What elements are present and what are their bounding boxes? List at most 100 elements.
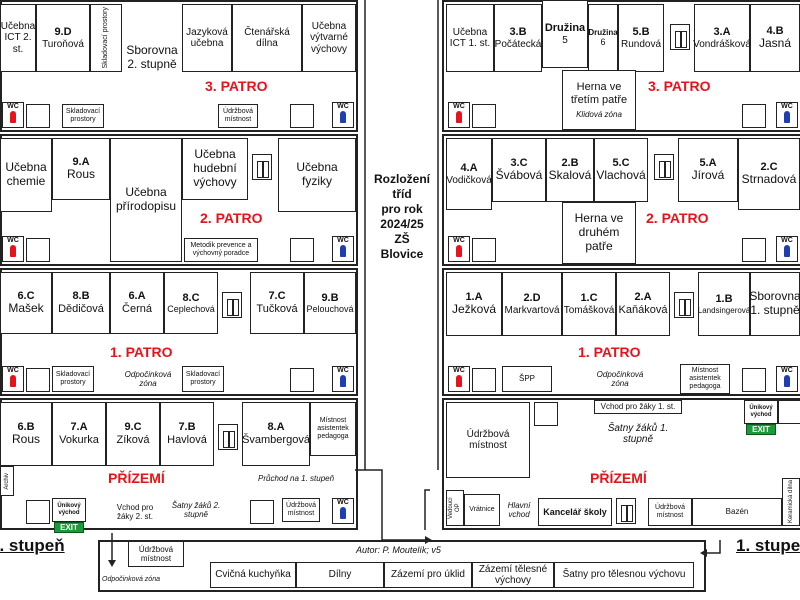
floor-label: 1. PATRO [110,344,173,360]
room-reception: Vrátnice [464,494,500,526]
teacher-name: Tučková [256,303,298,315]
entrance-pupils-2st[interactable]: Vchod pro žáky 2. st. [110,498,160,526]
room-label: Herna ve třetím patře [570,81,628,106]
stairs-icon [472,238,496,262]
room-label: Sborovna 2. stupně [126,43,178,71]
class-code: 8.B [72,290,90,303]
passage-label: Průchod na 1. stupeň [258,474,335,483]
room-number: 5 [562,34,568,46]
main-entrance[interactable]: Hlavní vchod [502,496,536,524]
teacher-name: Vlachová [596,168,646,183]
room-label: Skladovací prostory [55,370,91,386]
emergency-exit[interactable]: Únikový východ [744,400,778,424]
class-code: 2.C [760,160,778,173]
room-label: Šatny žáků 1. stupně [607,422,669,446]
room-label: ŠPP [518,374,535,384]
stairs-icon [26,104,50,128]
room-chemistry: Učebna chemie [0,138,52,212]
elevator-icon [218,424,238,450]
teacher-name: Havlová [167,434,207,446]
class-code: 1.A [465,290,483,303]
room-label: Učebna fyziky [296,160,338,188]
stairs-icon [290,368,314,392]
bottom-building [98,540,706,592]
teacher-name: Dědičová [58,303,104,315]
wc-female-icon: WC [448,102,470,128]
rest-zone-label: Odpočinková zóna [124,370,172,388]
room-language: Jazyková učebna [182,4,232,72]
room-office: Kancelář školy [538,498,612,526]
stairs-icon [26,368,50,392]
room-assistants: Místnost asistentek pedagoga [310,402,356,456]
stairs-icon [26,238,50,262]
room-playroom-2: Herna ve druhém patře [562,202,636,264]
title-line: Blovice [380,247,424,261]
stairs-icon [250,500,274,524]
room-label: Údržbová místnost [466,428,510,452]
wc-male-icon: WC [776,236,798,262]
elevator-icon [670,24,690,50]
room-label: Šatny žáků 2. stupně [171,500,221,519]
class-code: 2.B [561,156,579,169]
class-code: 1.C [580,291,598,304]
room-pe-facilities: Zázemí tělesné výchovy [472,562,554,588]
room-pe-lockers: Šatny pro tělesnou výchovu [554,562,694,588]
room-label: Učebna chemie [5,160,47,188]
room-storage: Skladovací prostory [52,366,94,392]
room-reading: Čtenářská dílna [232,4,302,72]
title-line: pro rok [381,202,423,216]
elevator-icon [252,154,272,180]
class-code: 2.D [523,291,541,304]
class-code: 9.D [54,25,72,38]
floor-label: PŘÍZEMÍ [590,470,647,486]
floor-label: 3. PATRO [205,78,268,94]
room-label: Vrátnice [469,505,495,513]
room-maintenance-2: Údržbová místnost [648,498,692,526]
class-code: Družina [588,28,618,38]
title-line: Rozložení [374,172,430,186]
teacher-name: Počátecká [494,38,542,50]
elevator-icon [654,154,674,180]
teacher-name: Vodičková [446,174,492,186]
emergency-exit[interactable]: Únikový východ [52,498,86,522]
room-label: Zázemí pro úklid [391,569,465,581]
class-code: 8.A [267,421,285,434]
rest-zone-label: Odpočinková zóna [596,370,644,388]
room-label: Únikový východ [57,503,81,516]
entrance-pupils-1st[interactable]: Vchod pro žáky 1. st. [594,400,682,414]
stairs-icon [742,238,766,262]
teacher-name: Landsingerová [697,305,751,315]
elevator-icon [674,292,694,318]
class-code: 5.C [612,156,630,169]
teacher-name: Rous [66,167,95,182]
locker-room-1st: Šatny žáků 1. stupně [600,420,676,448]
teacher-name: Vondrášková [693,38,751,50]
room-spp: ŠPP [502,366,552,392]
class-code: 9.C [124,421,142,434]
teacher-name: Jasná [758,36,792,51]
teacher-name: Mašek [8,301,44,316]
teacher-name: Kaňáková [618,304,668,316]
room-label: Zázemí tělesné výchovy [478,563,548,587]
room-label: Vedoucí OP [448,497,461,519]
elevator-icon [222,292,242,318]
wc-female-icon: WC [448,366,470,392]
wc-female-icon: WC [2,366,24,392]
room-maintenance: Údržbová místnost [282,498,320,522]
room-label: Herna ve druhém patře [574,211,624,253]
teacher-name: Zíková [116,434,150,446]
level-1-label-left: 1. stupeň [0,536,65,555]
room-label: Čtenářská dílna [244,26,290,50]
room-label: Údržbová místnost [223,107,253,123]
teacher-name: Vokurka [59,434,99,446]
